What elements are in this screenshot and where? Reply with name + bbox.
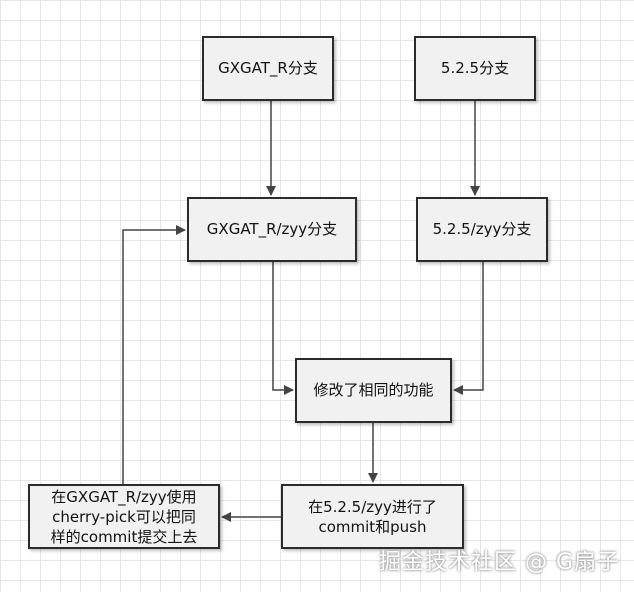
watermark: 掘金技术社区 @ G扇子 xyxy=(378,550,620,575)
arrow-cherry-pick-to-gxgat-r-zyy xyxy=(122,225,186,484)
node-label-line: 在5.2.5/zyy进行了 xyxy=(308,497,437,516)
node-commit-and-push: 在5.2.5/zyy进行了 commit和push xyxy=(281,484,464,549)
arrow-525-zyy-to-same-feature xyxy=(453,262,484,395)
node-label: GXGAT_R分支 xyxy=(218,59,318,77)
node-same-feature-modified: 修改了相同的功能 xyxy=(295,358,452,423)
node-525-zyy-branch: 5.2.5/zyy分支 xyxy=(416,197,548,262)
node-label: GXGAT_R/zyy分支 xyxy=(206,220,338,238)
node-525-branch: 5.2.5分支 xyxy=(414,36,536,101)
node-cherry-pick: 在GXGAT_R/zyy使用 cherry-pick可以把同 样的commit提… xyxy=(28,484,220,549)
node-label-line: 样的commit提交上去 xyxy=(50,527,198,546)
node-label-line: cherry-pick可以把同 xyxy=(52,507,196,526)
node-gxgat-r-zyy-branch: GXGAT_R/zyy分支 xyxy=(187,197,357,262)
node-label: 5.2.5/zyy分支 xyxy=(432,220,532,238)
node-gxgat-r-branch: GXGAT_R分支 xyxy=(202,36,334,101)
node-label-line: 在GXGAT_R/zyy使用 xyxy=(51,487,197,506)
node-label: 修改了相同的功能 xyxy=(313,381,434,399)
node-label-line: commit和push xyxy=(318,517,427,536)
node-label: 5.2.5分支 xyxy=(440,59,510,77)
arrow-gxgat-r-zyy-to-same-feature xyxy=(272,262,294,395)
